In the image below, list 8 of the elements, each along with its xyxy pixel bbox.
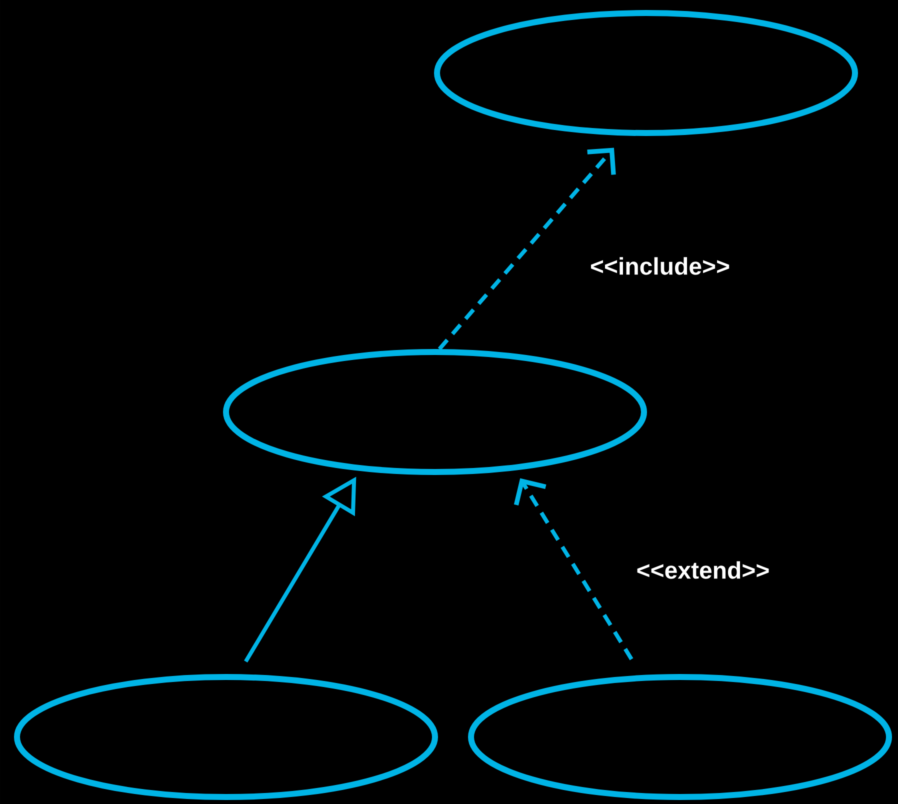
use-case-ellipse [468, 674, 892, 800]
use-case-ellipse [14, 674, 438, 800]
use-case-ellipse [223, 349, 647, 475]
edge-label: <<include>> [587, 254, 733, 278]
dashed-arrow [438, 148, 616, 350]
use-case-ellipse [434, 10, 858, 136]
edge-label: <<extend>> [634, 558, 772, 582]
dashed-arrow [514, 478, 634, 660]
